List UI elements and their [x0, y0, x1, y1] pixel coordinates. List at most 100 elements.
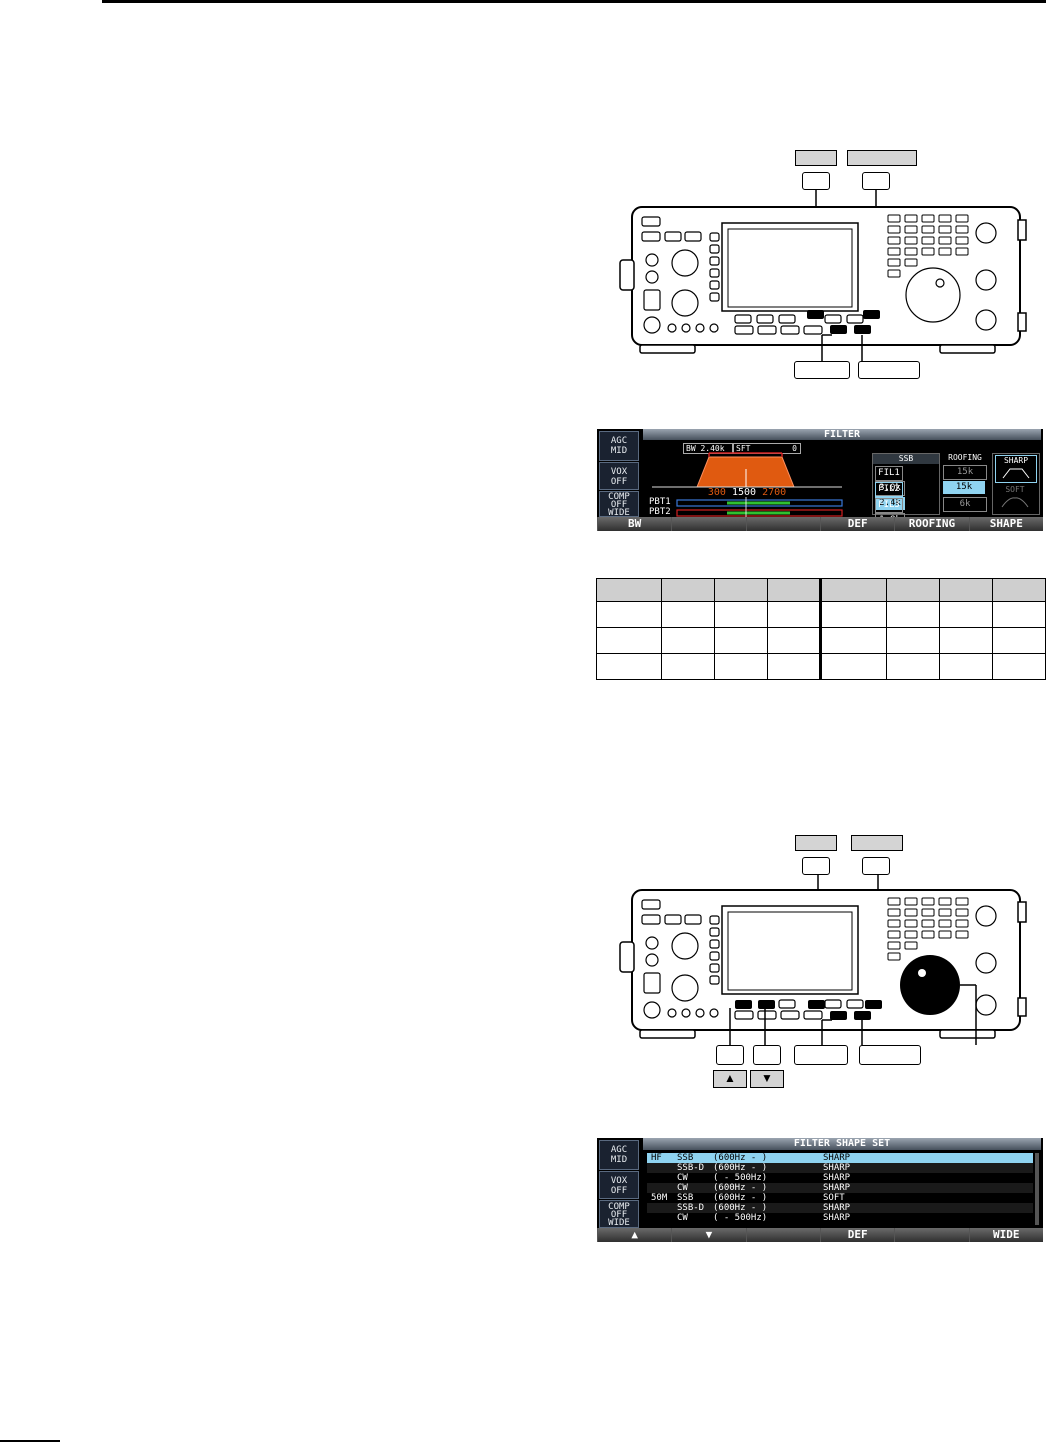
softkey-shape[interactable]: SHAPE	[968, 517, 1043, 531]
softkey-blank-2[interactable]	[745, 517, 820, 531]
shape-set-scrollbar[interactable]	[1035, 1153, 1039, 1225]
sharp-shape-icon	[1002, 468, 1030, 479]
table-cell	[766, 627, 823, 654]
shape-set-title-bar: FILTER SHAPE SET	[643, 1138, 1041, 1150]
filter-row-fil2[interactable]: FIL2 2.4k	[875, 482, 937, 510]
table-cell	[820, 601, 888, 628]
up-arrow-key: ▲	[713, 1070, 747, 1088]
list-item[interactable]: SSB-D(600Hz - )SHARP	[647, 1203, 1033, 1213]
roofing-value-3[interactable]: 6k	[943, 497, 987, 512]
callout-button-8	[753, 1045, 781, 1065]
filter-title-bar: FILTER	[643, 429, 1041, 440]
table-cell	[596, 653, 662, 680]
radio-front-panel-1	[619, 190, 1027, 363]
table-cell	[660, 627, 715, 654]
footer-rule	[0, 1440, 60, 1442]
down-arrow-icon: ▼	[761, 1071, 773, 1085]
shape-soft[interactable]: SOFT	[995, 485, 1035, 511]
passband-graphic	[652, 452, 843, 518]
list-item[interactable]: CW( - 500Hz)SHARP	[677, 1213, 851, 1223]
down-arrow-key: ▼	[750, 1070, 784, 1088]
table-cell	[766, 653, 823, 680]
freq-readout: 300 1500 2700	[707, 487, 787, 498]
roofing-header: ROOFING	[948, 453, 982, 462]
pbt2-label: PBT2	[649, 507, 671, 517]
radio-front-panel-2	[619, 875, 1027, 1045]
callout-button-1	[802, 172, 830, 190]
table-cell	[596, 601, 662, 628]
settings-table	[596, 578, 1046, 680]
list-item[interactable]: CW(600Hz - )SHARP	[647, 1183, 1033, 1193]
table-cell	[886, 578, 941, 602]
callout-label-1	[795, 150, 837, 166]
roofing-value-1[interactable]: 15k	[943, 465, 987, 480]
table-cell	[660, 601, 715, 628]
softkey-blank-1[interactable]	[745, 1228, 820, 1242]
shape-panel: SHARP SOFT	[992, 453, 1040, 515]
table-cell	[886, 627, 941, 654]
softkey-def[interactable]: DEF	[819, 517, 895, 531]
table-cell	[992, 601, 1046, 628]
table-cell	[766, 578, 823, 602]
table-cell	[939, 578, 994, 602]
table-cell	[992, 653, 1046, 680]
callout-label-4	[851, 835, 903, 851]
soft-shape-icon	[1001, 497, 1029, 508]
table-row	[596, 653, 1046, 680]
softkey-blank-2[interactable]	[894, 1228, 969, 1242]
table-header-row	[596, 578, 1046, 602]
radio-diagram-2: ▲ ▼	[600, 830, 1040, 1092]
table-cell	[992, 578, 1046, 602]
callout-button-6	[862, 857, 890, 875]
radio-diagram-1	[600, 145, 1040, 385]
callout-label-3	[795, 835, 837, 851]
table-cell	[820, 653, 888, 680]
callout-button-9	[794, 1045, 848, 1065]
callout-button-3	[794, 361, 850, 379]
softkey-bw[interactable]: BW	[597, 517, 672, 531]
table-row	[596, 627, 1046, 654]
table-cell	[660, 653, 715, 680]
callout-button-2	[862, 172, 890, 190]
up-arrow-icon: ▲	[724, 1071, 736, 1085]
table-cell	[713, 653, 768, 680]
table-cell	[886, 653, 941, 680]
table-cell	[992, 627, 1046, 654]
softkey-down[interactable]: ▼	[671, 1228, 746, 1242]
table-cell	[766, 601, 823, 628]
list-item[interactable]: SSB-D(600Hz - )SHARP	[647, 1163, 1033, 1173]
ssb-header: SSB	[873, 454, 939, 464]
filter-row-fil3[interactable]: FIL3 1.8k	[875, 498, 937, 528]
callout-button-10	[859, 1045, 921, 1065]
callout-button-4	[858, 361, 920, 379]
softkey-blank-1[interactable]	[671, 517, 746, 531]
table-cell	[886, 601, 941, 628]
table-cell	[660, 578, 715, 602]
shape-sharp[interactable]: SHARP	[995, 455, 1037, 483]
softkey-up[interactable]: ▲	[597, 1228, 672, 1242]
table-cell	[713, 627, 768, 654]
table-cell	[939, 627, 994, 654]
shape-set-softkey-bar: ▲ ▼ DEF WIDE	[597, 1228, 1043, 1242]
list-item[interactable]: CW( - 500Hz)SHARP	[677, 1173, 851, 1183]
roofing-value-2[interactable]: 15k	[943, 481, 985, 494]
softkey-roofing[interactable]: ROOFING	[894, 517, 969, 531]
softkey-wide[interactable]: WIDE	[968, 1228, 1043, 1242]
table-cell	[939, 601, 994, 628]
callout-button-5	[802, 857, 830, 875]
filter-row-fil1[interactable]: FIL1 3.0k	[875, 466, 937, 496]
table-row	[596, 601, 1046, 628]
softkey-def[interactable]: DEF	[819, 1228, 895, 1242]
ssb-filter-panel: SSB FIL1 3.0k FIL2 2.4k FIL3 1.8k	[872, 453, 940, 528]
table-cell	[820, 578, 888, 602]
